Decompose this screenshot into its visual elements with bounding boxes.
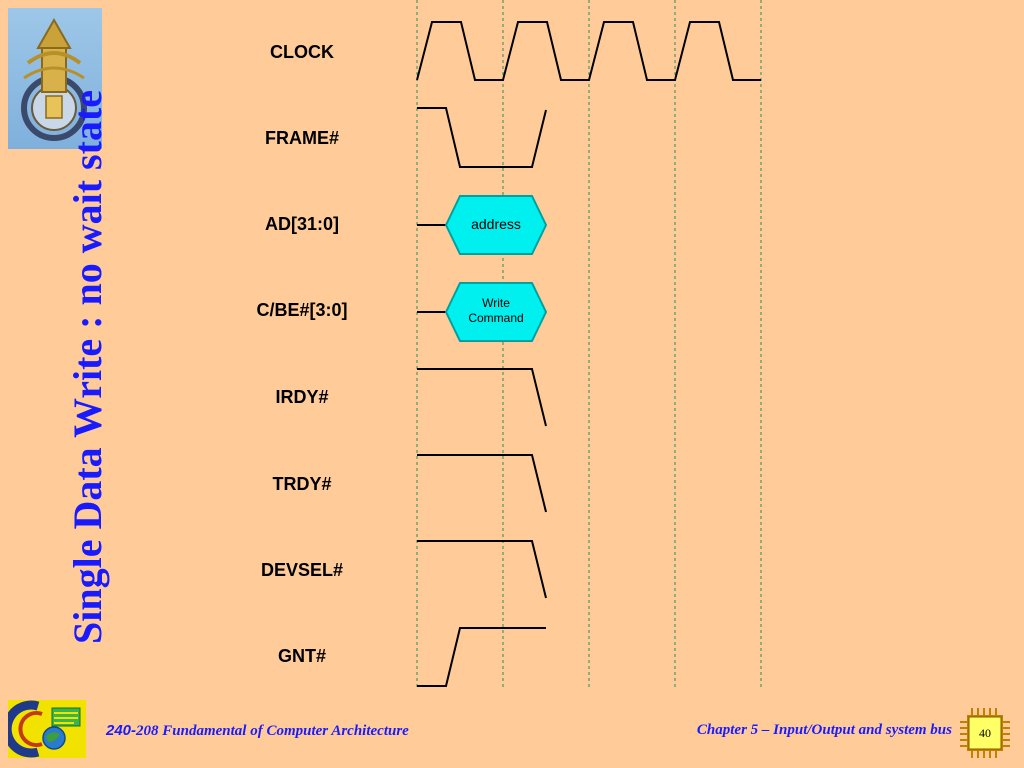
signal-label-trdy: TRDY# — [272, 474, 332, 494]
ad-bus-hexagon — [444, 195, 548, 255]
chip-globe-logo-icon — [8, 700, 86, 758]
cbe-bus-hexagon — [444, 282, 548, 342]
footer-course-name: 208 Fundamental of Computer Architecture — [136, 723, 409, 739]
signal-label-clock: CLOCK — [270, 42, 334, 62]
clock-guides — [416, 0, 762, 688]
gnt-waveform — [417, 627, 546, 687]
footer-course-number: 240- — [106, 722, 137, 739]
trdy-waveform — [417, 454, 547, 513]
cbe-bus-value: Write Command — [446, 296, 546, 326]
footer-chapter: Chapter 5 – Input/Output and system bus — [696, 722, 952, 738]
irdy-waveform — [417, 368, 547, 427]
signal-label-ad: AD[31:0] — [264, 214, 339, 234]
signal-label-cbe: C/BE#[3:0] — [256, 300, 348, 320]
ad-bus-value: address — [471, 216, 521, 232]
frame-waveform — [417, 107, 547, 168]
signal-label-irdy: IRDY# — [275, 387, 329, 407]
university-seal-icon — [8, 8, 102, 149]
signal-label-gnt: GNT# — [277, 646, 326, 666]
signal-label-frame: FRAME# — [264, 128, 339, 148]
footer-course: 240-208 Fundamental of Computer Architec… — [106, 722, 409, 740]
cbe-bus-value-line1: Write — [482, 296, 510, 310]
page-number: 40 — [979, 725, 991, 740]
devsel-waveform — [417, 540, 547, 599]
signal-label-devsel: DEVSEL# — [260, 560, 344, 580]
microchip-icon: 40 — [958, 706, 1012, 760]
cbe-bus-value-line2: Command — [468, 311, 524, 325]
clock-waveform — [416, 21, 761, 81]
